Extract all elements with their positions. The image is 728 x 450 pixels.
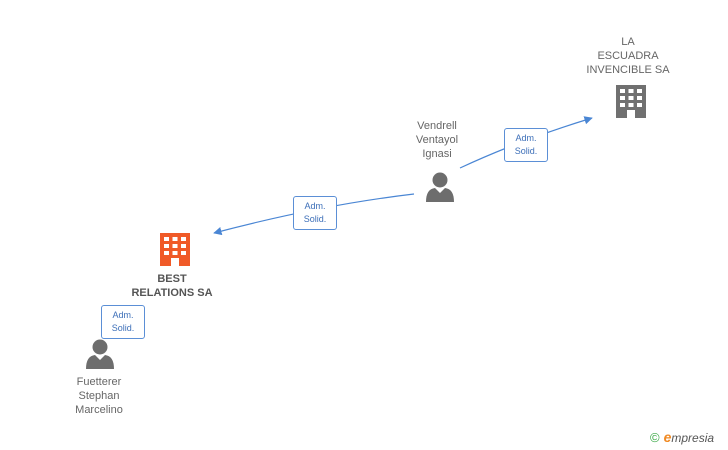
brand-watermark: © empresia	[650, 429, 714, 445]
node-label-line: Marcelino	[75, 404, 123, 416]
brand-name: empresia	[664, 429, 714, 445]
edge-label-line: Adm.	[515, 133, 537, 143]
edge-label-vendrell-la-escuadra[interactable]: Adm. Solid.	[504, 128, 548, 162]
brand-name-rest: mpresia	[671, 431, 715, 445]
edge-label-line: Solid.	[514, 146, 538, 156]
node-label-line: ESCUADRA	[597, 50, 659, 62]
node-label-la-escuadra[interactable]: LA ESCUADRA INVENCIBLE SA	[558, 35, 698, 77]
node-label-line: LA	[621, 36, 635, 48]
node-label-vendrell[interactable]: Vendrell Ventayol Ignasi	[367, 119, 507, 161]
node-label-line: Vendrell	[417, 120, 457, 132]
edge-label-line: Solid.	[303, 214, 327, 224]
edge-label-line: Adm.	[112, 310, 134, 320]
edge-label-line: Solid.	[111, 323, 135, 333]
node-label-line: Fuetterer	[76, 376, 122, 388]
edge-label-vendrell-best-relations[interactable]: Adm. Solid.	[293, 196, 337, 230]
node-label-fuetterer[interactable]: Fuetterer Stephan Marcelino	[29, 375, 169, 417]
edge-label-fuetterer-best-relations[interactable]: Adm. Solid.	[101, 305, 145, 339]
copyright-symbol: ©	[650, 429, 660, 445]
node-label-line: RELATIONS SA	[131, 287, 213, 299]
building-icon-best-relations	[160, 233, 190, 266]
node-label-line: BEST	[157, 273, 187, 285]
node-label-best-relations[interactable]: BEST RELATIONS SA	[102, 272, 242, 300]
node-label-line: INVENCIBLE SA	[586, 64, 670, 76]
brand-name-e: e	[663, 429, 672, 445]
building-icon-la-escuadra	[616, 85, 646, 118]
person-icon-vendrell	[426, 172, 454, 202]
node-label-line: Ventayol	[415, 134, 459, 146]
edge-label-line: Adm.	[304, 201, 326, 211]
node-label-line: Ignasi	[422, 148, 452, 160]
node-label-line: Stephan	[78, 390, 120, 402]
person-icon-fuetterer	[86, 339, 114, 369]
